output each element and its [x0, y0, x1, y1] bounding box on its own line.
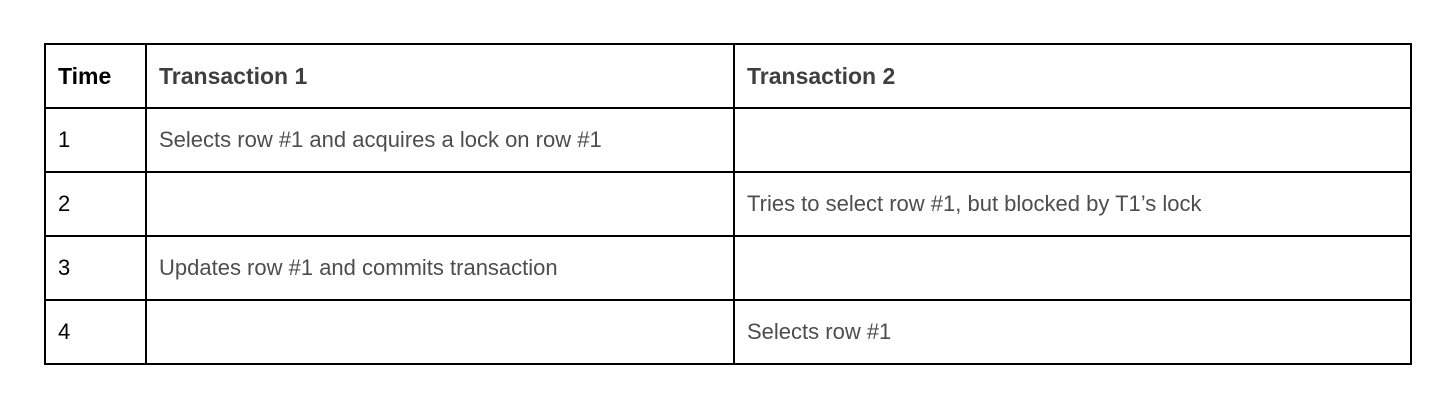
time-cell: 4 — [44, 299, 147, 365]
transaction-1-cell — [145, 171, 735, 237]
table-row: 4 Selects row #1 — [44, 299, 1412, 365]
time-cell: 2 — [44, 171, 147, 237]
time-cell: 3 — [44, 235, 147, 301]
transaction-1-cell: Updates row #1 and commits transaction — [145, 235, 735, 301]
transaction-1-cell — [145, 299, 735, 365]
table-row: 2 Tries to select row #1, but blocked by… — [44, 171, 1412, 237]
transaction-1-cell: Selects row #1 and acquires a lock on ro… — [145, 107, 735, 173]
header-cell-transaction-1: Transaction 1 — [145, 43, 735, 109]
transaction-2-cell — [733, 235, 1412, 301]
header-cell-time: Time — [44, 43, 147, 109]
transaction-2-cell — [733, 107, 1412, 173]
transaction-2-cell: Selects row #1 — [733, 299, 1412, 365]
table-row: 3 Updates row #1 and commits transaction — [44, 235, 1412, 301]
header-row: Time Transaction 1 Transaction 2 — [44, 43, 1412, 109]
transaction-2-cell: Tries to select row #1, but blocked by T… — [733, 171, 1412, 237]
header-cell-transaction-2: Transaction 2 — [733, 43, 1412, 109]
time-cell: 1 — [44, 107, 147, 173]
transaction-locking-table: Time Transaction 1 Transaction 2 1 Selec… — [44, 43, 1412, 365]
table-row: 1 Selects row #1 and acquires a lock on … — [44, 107, 1412, 173]
